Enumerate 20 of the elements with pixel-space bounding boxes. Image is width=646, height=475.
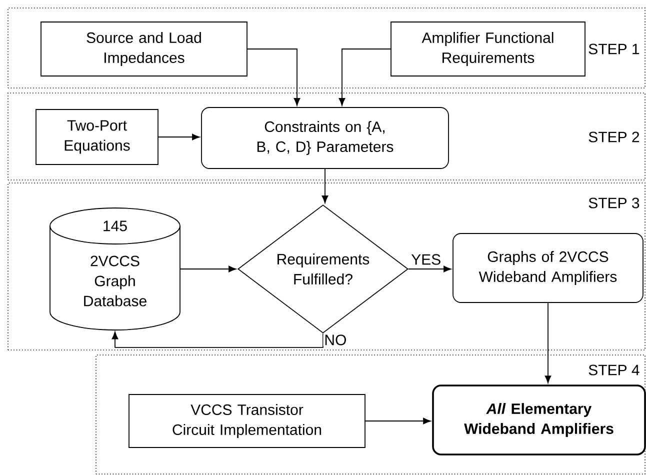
edge-label: YES	[411, 254, 440, 265]
process-box: Two-Port Equations	[36, 109, 158, 165]
arrow	[338, 48, 391, 106]
rounded-box: Constraints on {A, B, C, D} Parameters	[201, 107, 449, 169]
rounded-box: Graphs of 2VCCS Wideband Amplifiers	[452, 233, 644, 303]
arrow	[180, 266, 236, 272]
arrow	[408, 266, 452, 272]
arrow	[322, 168, 328, 204]
arrow	[158, 134, 200, 140]
database-cylinder: 145 2VCCS Graph Database	[50, 208, 180, 330]
arrow	[365, 418, 431, 424]
arrow	[544, 302, 552, 384]
process-box: Source and Load Impedances	[40, 22, 248, 76]
edge-label: NO	[323, 334, 348, 346]
process-box: VCCS Transistor Circuit Implementation	[128, 394, 366, 448]
result-box: All Elementary Wideband Amplifiers	[432, 384, 646, 456]
node-label: 2VCCS Graph Database	[84, 256, 146, 306]
process-box: Amplifier Functional Requirements	[390, 22, 586, 76]
arrow	[247, 48, 300, 106]
arrow	[112, 332, 324, 348]
